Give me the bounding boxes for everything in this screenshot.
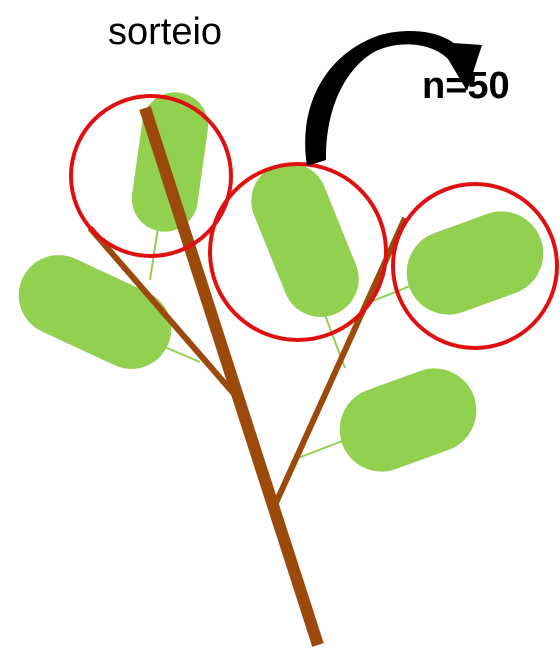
leaf-middle [240, 152, 370, 329]
sorteio-label: sorteio [108, 11, 222, 53]
leaves [6, 88, 556, 483]
sample-size-label: n=50 [422, 65, 510, 107]
leaf-lower-right [328, 357, 488, 484]
leaf-left [6, 242, 185, 382]
leaf-right [395, 200, 555, 327]
